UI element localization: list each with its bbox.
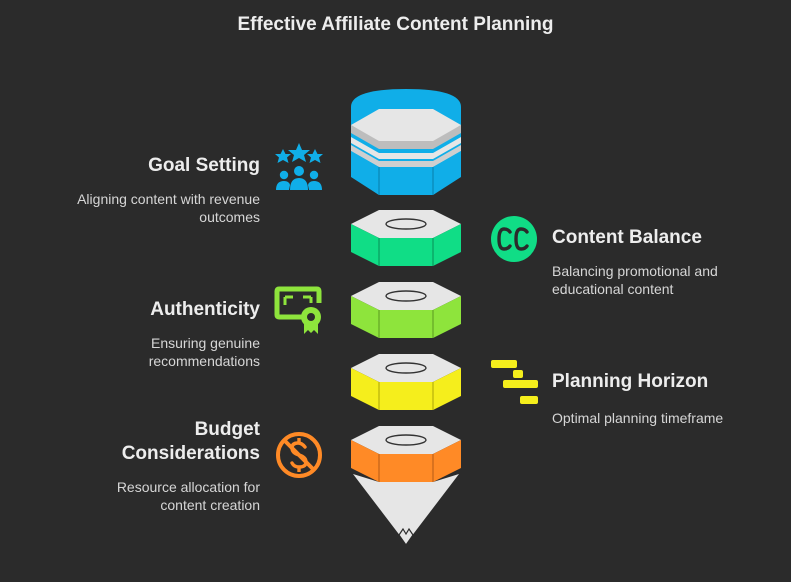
nut-content-balance: [351, 210, 461, 266]
stack-cap-blue: [351, 89, 461, 195]
nut-stack-graphic: [351, 89, 461, 547]
nut-budget: [351, 426, 461, 482]
certificate-icon: [274, 286, 322, 334]
nut-planning-horizon: [351, 354, 461, 410]
cc-icon: [491, 216, 537, 262]
timeline-icon: [491, 360, 538, 404]
authenticity-heading: Authenticity: [150, 299, 260, 320]
stars-team-icon: [275, 143, 323, 190]
no-money-icon: [276, 432, 322, 478]
planning-horizon-heading: Planning Horizon: [552, 371, 709, 392]
nut-authenticity: [351, 282, 461, 338]
diagram-title: Effective Affiliate Content Planning: [237, 14, 554, 35]
planning-horizon-description: Optimal planning timeframe: [552, 410, 724, 426]
goal-setting-heading: Goal Setting: [148, 155, 260, 176]
stack-tip: [353, 474, 459, 547]
content-balance-heading: Content Balance: [552, 227, 702, 248]
